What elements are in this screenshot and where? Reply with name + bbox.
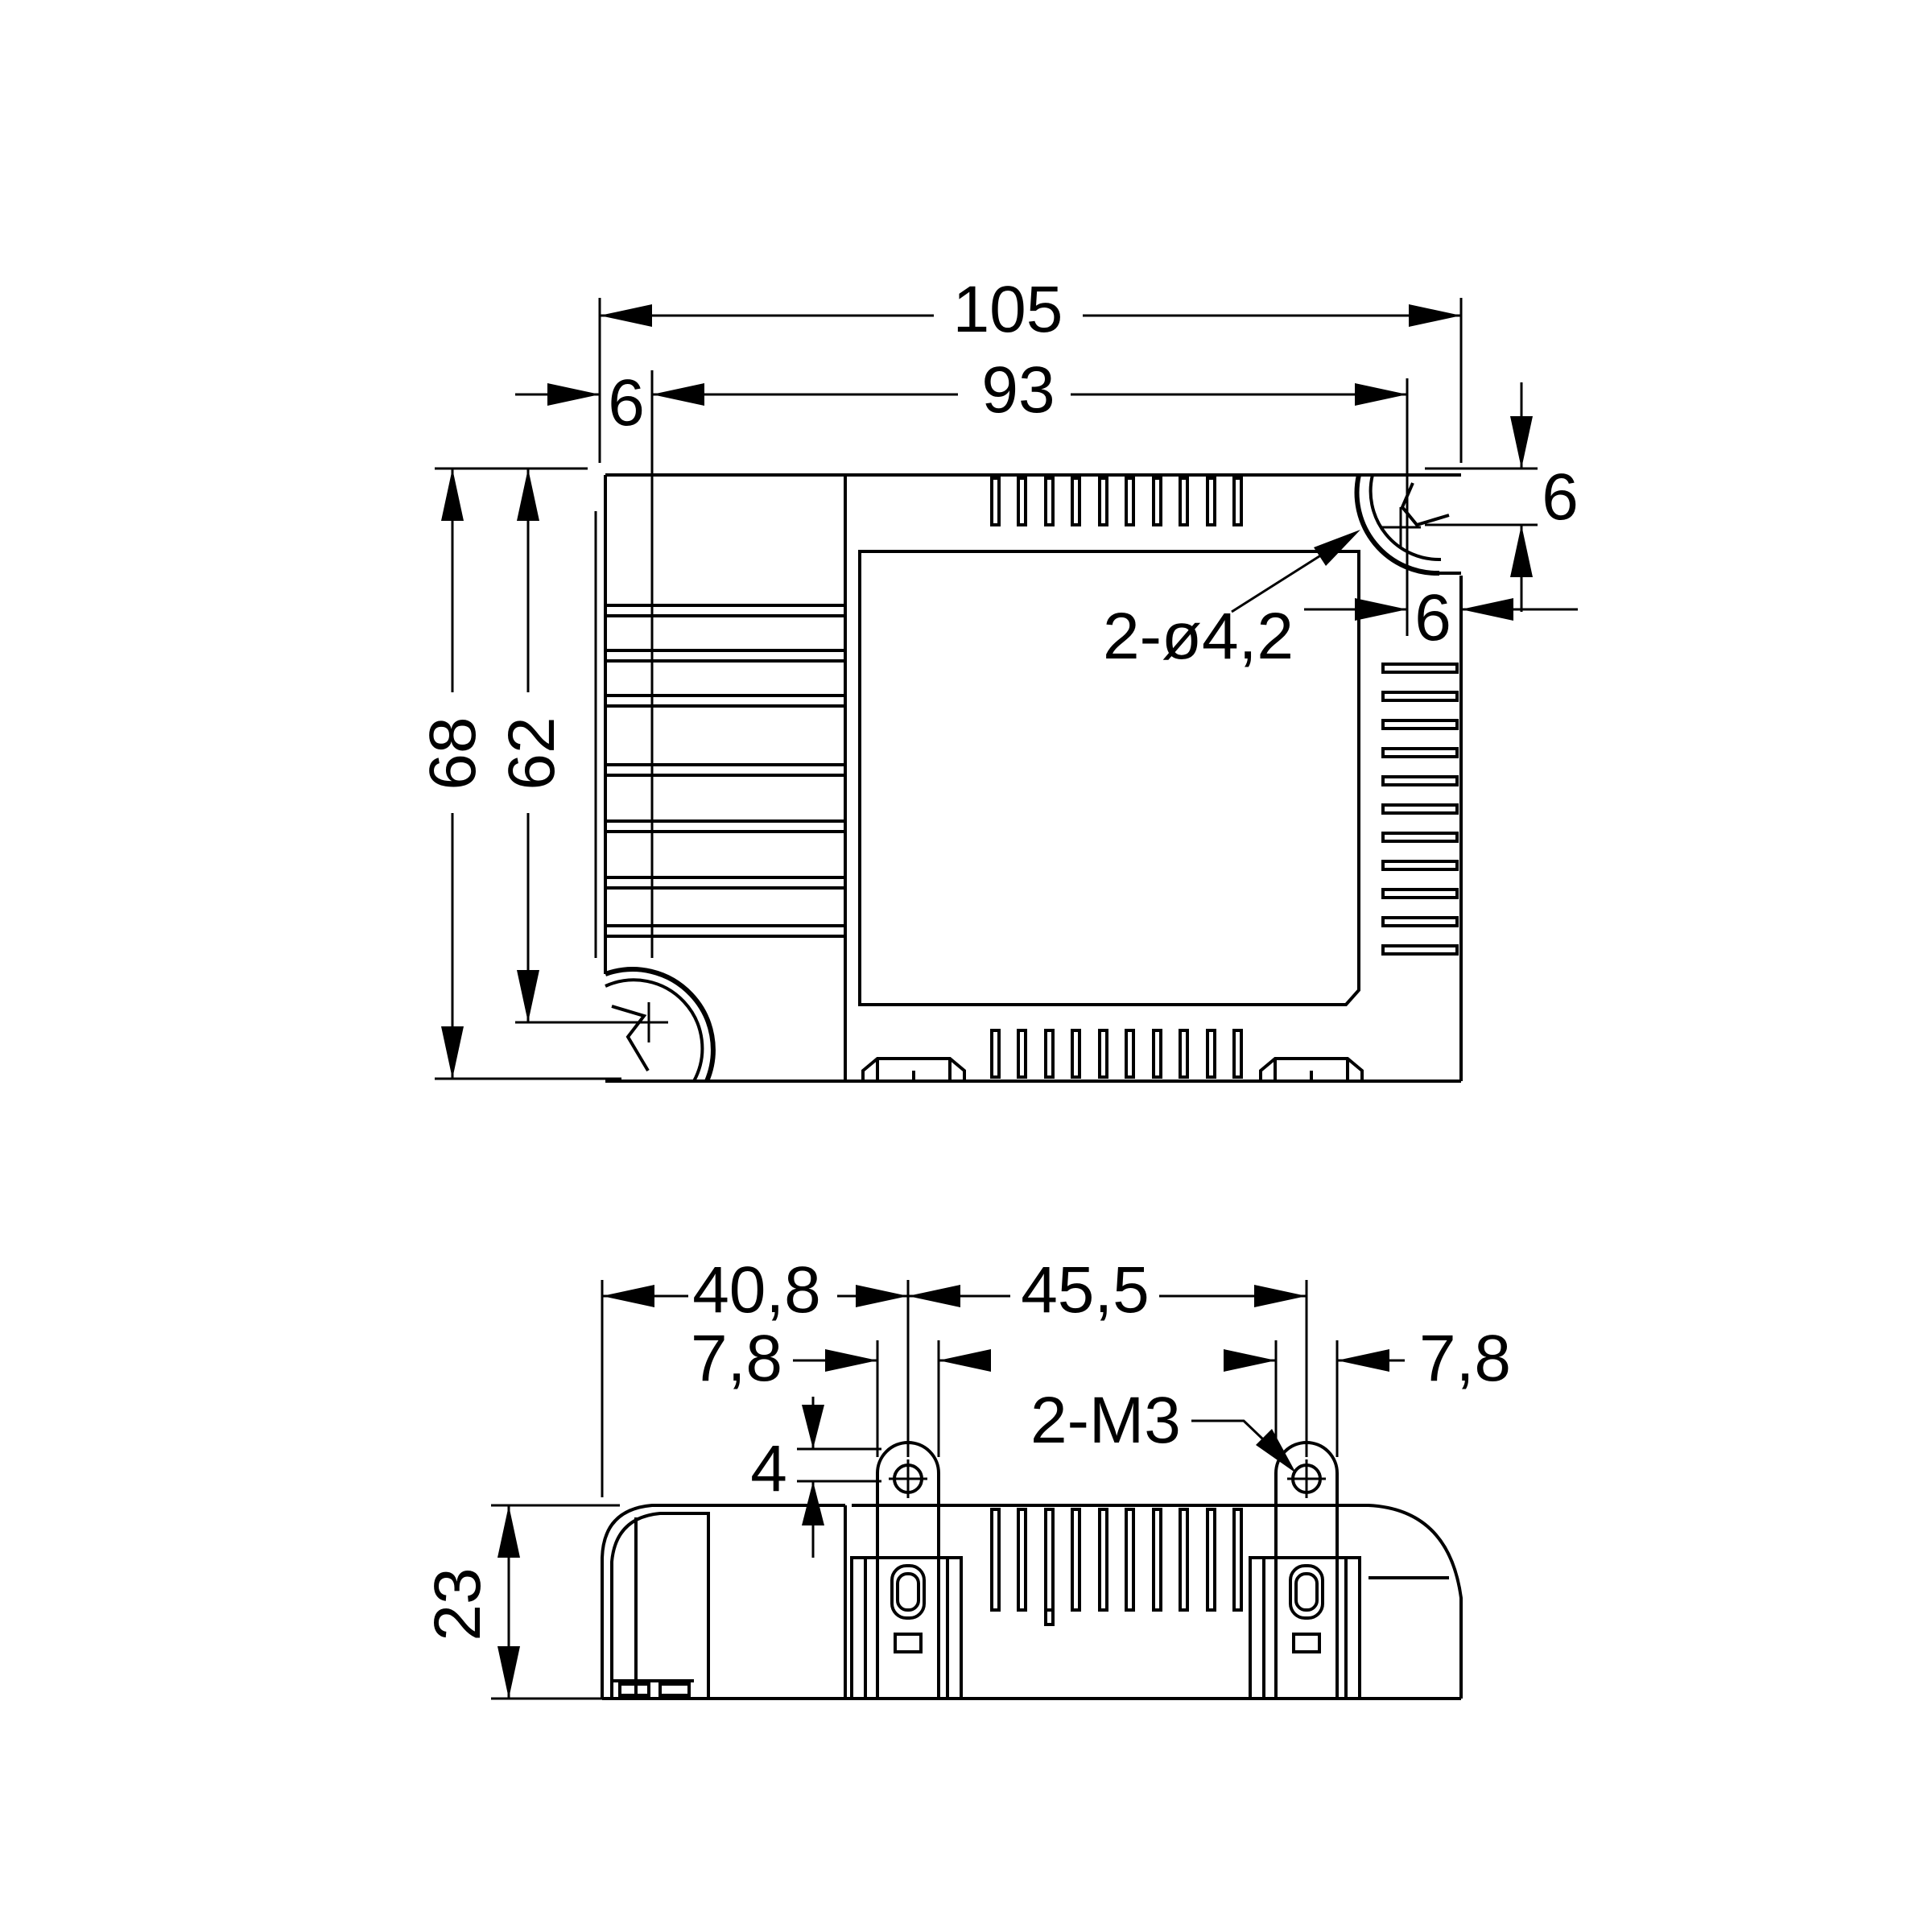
dim-left-offset — [515, 383, 600, 406]
dim-hole-spacing-x — [650, 370, 1409, 958]
dim-label-hole-spacing-y: 62 — [495, 716, 568, 790]
dim-label-overall-height: 68 — [416, 716, 489, 790]
dim-label-left-to-tab: 40,8 — [692, 1253, 821, 1327]
bottom-clip-left — [861, 1057, 966, 1081]
dim-left-to-tab — [601, 1280, 910, 1497]
dim-tab-width-left — [793, 1340, 991, 1457]
dim-right-hole-offset — [1304, 487, 1578, 636]
bottom-clip-right — [1259, 1057, 1364, 1081]
top-view-bottom-vents — [990, 1029, 1243, 1079]
dim-tab-height — [797, 1397, 881, 1558]
dim-overall-height — [435, 467, 621, 1080]
dim-label-left-offset: 6 — [608, 366, 645, 440]
dim-top-hole-offset — [1425, 382, 1538, 612]
dim-label-body-height: 23 — [421, 1567, 494, 1641]
dim-label-top-hole-offset: 6 — [1542, 460, 1579, 534]
dim-label-tab-spacing: 45,5 — [1021, 1253, 1150, 1327]
top-view: 105 93 6 68 — [416, 273, 1579, 1083]
top-view-right-vents — [1381, 663, 1459, 956]
bottom-left-mounting-hole — [604, 967, 716, 1083]
top-view-housing — [594, 473, 1463, 1083]
dim-label-tab-height: 4 — [750, 1432, 787, 1505]
screw-callout-label: 2-M3 — [1030, 1384, 1181, 1457]
dim-label-overall-width: 105 — [953, 273, 1063, 346]
side-view-vents — [990, 1508, 1243, 1626]
side-view: 40,8 45,5 7,8 7,8 — [421, 1253, 1511, 1700]
hole-callout-label: 2-ø4,2 — [1103, 600, 1294, 673]
dim-label-hole-spacing-x: 93 — [981, 353, 1055, 427]
dim-tab-width-right — [1224, 1340, 1405, 1457]
screw-callout-leader — [1191, 1419, 1296, 1473]
dim-body-height — [491, 1504, 620, 1700]
dim-tab-spacing — [908, 1280, 1308, 1457]
side-view-housing — [601, 1504, 1463, 1700]
dim-hole-spacing-y — [515, 469, 636, 1024]
top-view-top-vents — [990, 477, 1243, 526]
side-mounting-tab-right — [1249, 1441, 1361, 1700]
top-view-left-fins — [605, 604, 845, 938]
dim-overall-width — [598, 298, 1463, 463]
dim-label-tab-width-left: 7,8 — [691, 1322, 782, 1395]
dim-label-tab-width-right: 7,8 — [1419, 1322, 1511, 1395]
hole-callout-leader — [1231, 530, 1360, 613]
dim-label-right-hole-offset: 6 — [1414, 581, 1451, 654]
